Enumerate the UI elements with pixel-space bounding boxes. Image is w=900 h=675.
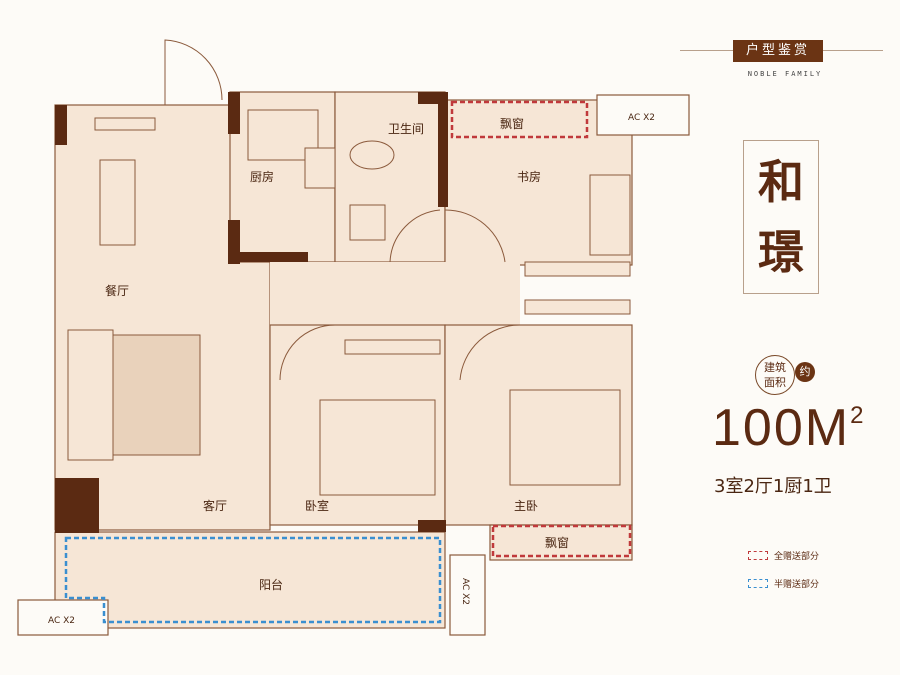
header-subtitle: NOBLE FAMILY — [747, 70, 823, 78]
doors — [164, 39, 521, 381]
study-bay-window-outline — [450, 100, 589, 139]
corridor — [270, 262, 520, 325]
header-divider — [823, 50, 883, 51]
project-name-char: 和 — [758, 155, 804, 209]
room-label-balcony: 阳台 — [259, 577, 283, 592]
approx-badge: 约 — [795, 362, 815, 382]
floor-plan: 餐厅 厨房 卫生间 书房 客厅 卧室 主卧 阳台 飘窗 飘窗 AC X2 AC … — [17, 39, 690, 636]
area-unit-superscript: 2 — [850, 402, 866, 429]
ac-platform — [449, 554, 486, 636]
room-label-study-bay: 飘窗 — [500, 117, 524, 131]
area-label-line2: 面积 — [764, 376, 786, 389]
layout-summary: 3室2厅1厨1卫 — [714, 476, 832, 497]
project-name-box: 和 璟 — [743, 140, 819, 294]
area-value: 100M2 — [712, 398, 865, 458]
area-label-line1: 建筑 — [764, 361, 786, 374]
legend-label: 半赠送部分 — [774, 580, 820, 590]
room-label-master-bay: 飘窗 — [545, 536, 569, 550]
area-label-badge: 建筑 面积 — [755, 355, 795, 395]
legend-item-half-gift: 半赠送部分 — [748, 577, 819, 590]
legend-swatch-red — [748, 551, 768, 560]
ac-platform — [596, 94, 690, 136]
room-label-bathroom: 卫生间 — [388, 122, 424, 136]
room-label-study: 书房 — [517, 169, 541, 184]
room-label-kitchen: 厨房 — [250, 169, 274, 184]
ac-label: AC X2 — [48, 616, 75, 626]
room-label-master: 主卧 — [514, 499, 538, 513]
balcony-outline — [64, 536, 442, 624]
ac-label: AC X2 — [460, 578, 470, 605]
header-title: 户型鉴赏 — [733, 40, 823, 62]
project-name-char: 璟 — [758, 225, 804, 279]
area-number: 100M — [712, 399, 851, 457]
balcony-area — [54, 531, 446, 629]
master-bay-window-outline — [491, 524, 632, 558]
legend-swatch-blue — [748, 579, 768, 588]
ac-platform — [17, 599, 109, 636]
ac-label: AC X2 — [628, 113, 655, 123]
legend-label: 全赠送部分 — [774, 552, 820, 562]
walls — [55, 92, 448, 533]
furniture — [67, 109, 631, 496]
master-bay-area — [489, 524, 633, 561]
room-label-bedroom: 卧室 — [305, 498, 329, 513]
legend-item-full-gift: 全赠送部分 — [748, 549, 819, 562]
header-divider — [680, 50, 733, 51]
room-label-dining: 餐厅 — [105, 283, 129, 298]
room-label-living: 客厅 — [203, 498, 227, 513]
